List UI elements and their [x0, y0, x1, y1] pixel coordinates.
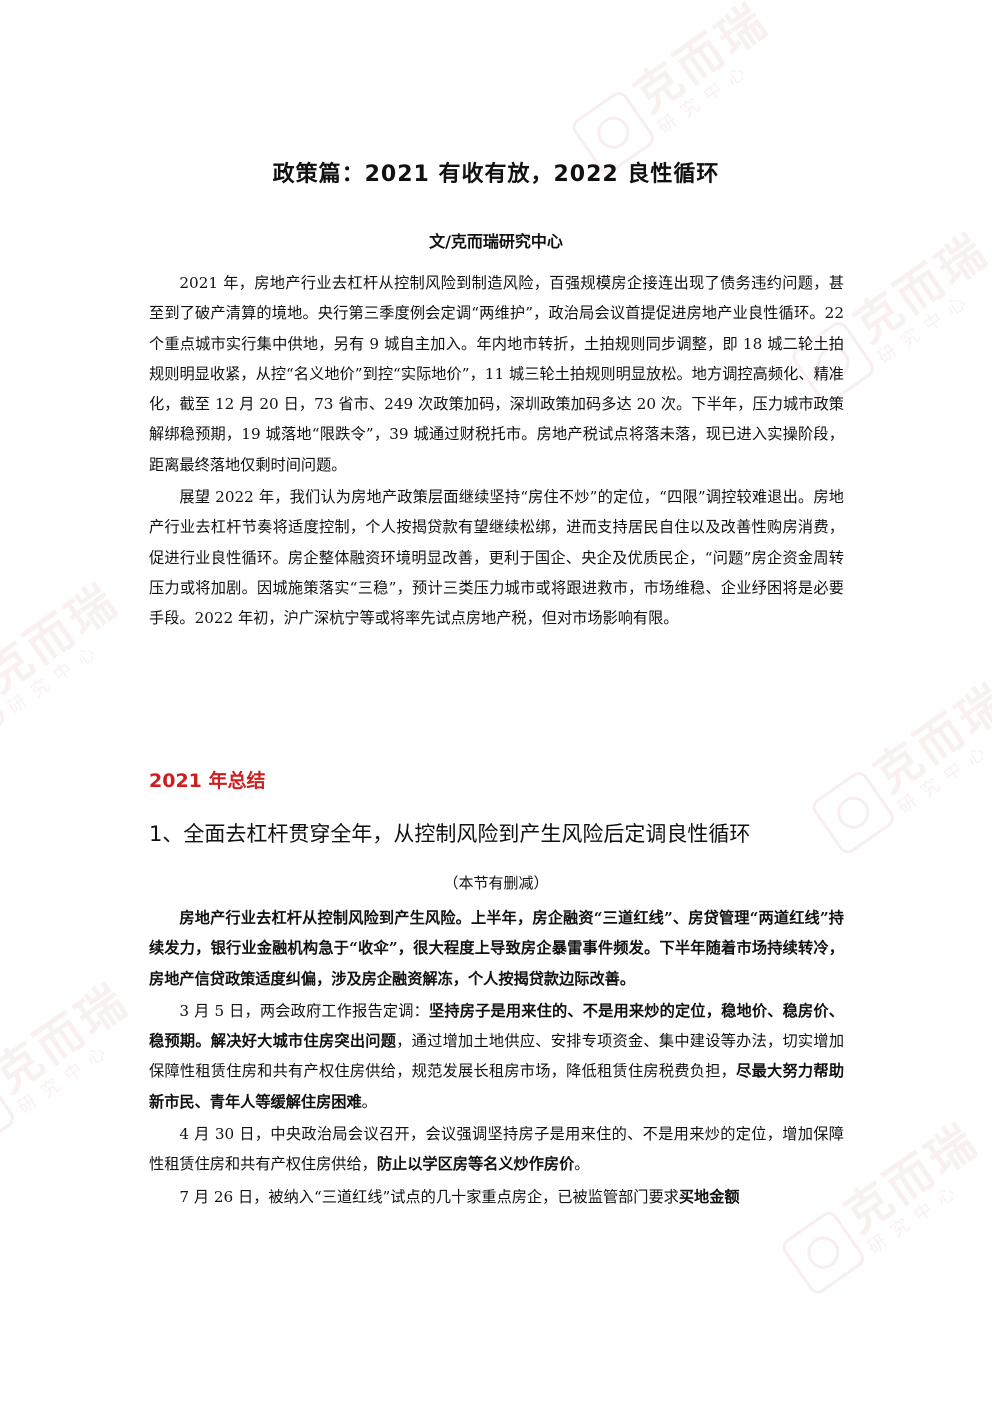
intro-section: 2021 年，房地产行业去杠杆从控制风险到制造风险，百强规模房企接连出现了债务违… [149, 268, 844, 634]
jul26-paragraph: 7 月 26 日，被纳入“三道红线”试点的几十家重点房企，已被监管部门要求买地金… [179, 1187, 740, 1206]
author-line: 文/克而瑞研究中心 [429, 232, 563, 251]
subsection-heading: 1、全面去杠杆贯穿全年，从控制风险到产生风险后定调良性循环 [149, 822, 751, 846]
watermark-logo-icon [0, 668, 8, 758]
watermark: 克而瑞研究中心 [801, 622, 992, 868]
mar5-paragraph: 3 月 5 日，两会政府工作报告定调：坚持房子是用来住的、不是用来炒的定位，稳地… [149, 1001, 845, 1111]
section-note: （本节有删减） [443, 874, 549, 892]
summary-paragraph: 房地产行业去杠杆从控制风险到产生风险。上半年，房企融资“三道红线”、房贷管理“两… [149, 909, 844, 988]
intro-paragraph: 展望 2022 年，我们认为房地产政策层面继续坚持“房住不炒”的定位，“四限”调… [149, 488, 844, 628]
section-heading: 2021 年总结 [149, 770, 266, 792]
apr30-paragraph: 4 月 30 日，中央政治局会议召开，会议强调坚持房子是用来住的、不是用来炒的定… [149, 1125, 844, 1174]
intro-paragraph: 2021 年，房地产行业去杠杆从控制风险到制造风险，百强规模房企接连出现了债务违… [149, 274, 844, 474]
section-body: 房地产行业去杠杆从控制风险到产生风险。上半年，房企融资“三道红线”、房贷管理“两… [149, 903, 844, 1212]
watermark-logo-icon [778, 1208, 868, 1298]
watermark-logo-icon [808, 768, 898, 858]
watermark-logo-icon [0, 1068, 18, 1158]
page-title: 政策篇：2021 有收有放，2022 良性循环 [272, 162, 720, 187]
